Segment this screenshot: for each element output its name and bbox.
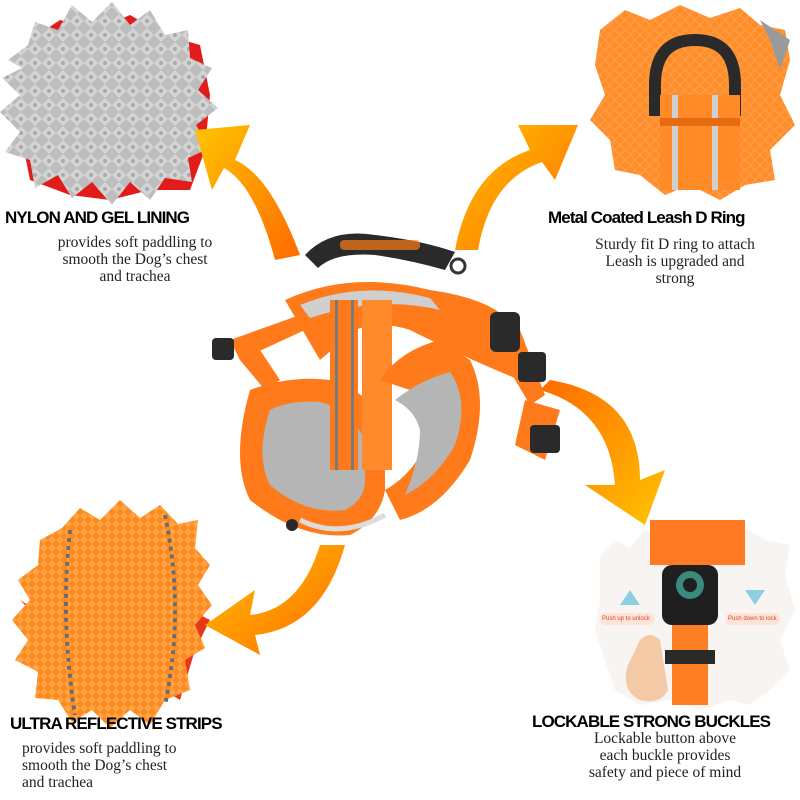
reflective-description-line: and trachea bbox=[22, 774, 93, 791]
reflective-heading: ULTRA REFLECTIVE STRIPS bbox=[10, 714, 223, 733]
buckle-photo bbox=[595, 520, 795, 710]
unlock-label: Push up to unlock bbox=[602, 616, 650, 622]
buckles-description-line: each buckle provides bbox=[599, 747, 731, 764]
buckles-description: Lockable button above each buckle provid… bbox=[555, 730, 775, 781]
lining-description-line: provides soft paddling to bbox=[57, 234, 213, 251]
arrow-to-lining bbox=[195, 125, 300, 260]
buckles-heading: LOCKABLE STRONG BUCKLES bbox=[532, 712, 771, 731]
d-ring-description: Sturdy fit D ring to attach Leash is upg… bbox=[560, 236, 790, 287]
arrow-to-reflective bbox=[205, 545, 345, 655]
reflective-description: provides soft paddling to smooth the Dog… bbox=[10, 740, 252, 791]
harness-illustration bbox=[212, 233, 560, 536]
lining-swatch bbox=[0, 2, 218, 205]
lining-description: provides soft paddling to smooth the Dog… bbox=[20, 234, 250, 285]
reflective-swatch bbox=[12, 500, 212, 728]
d-ring-description-line: strong bbox=[655, 270, 695, 287]
reflective-description-line: provides soft paddling to bbox=[22, 740, 177, 757]
lining-description-line: and trachea bbox=[99, 268, 171, 285]
d-ring-heading: Metal Coated Leash D Ring bbox=[548, 208, 746, 227]
lining-description-line: smooth the Dog’s chest bbox=[62, 251, 208, 268]
reflective-description-line: smooth the Dog’s chest bbox=[22, 757, 168, 774]
arrow-to-buckle bbox=[540, 380, 665, 525]
lock-label: Push down to lock bbox=[728, 616, 777, 622]
lining-heading: NYLON AND GEL LINING bbox=[5, 208, 190, 227]
d-ring-description-line: Leash is upgraded and bbox=[605, 253, 745, 270]
buckles-description-line: safety and piece of mind bbox=[588, 764, 742, 781]
arrow-to-d-ring bbox=[455, 125, 578, 250]
buckles-description-line: Lockable button above bbox=[593, 730, 737, 747]
d-ring-swatch bbox=[590, 5, 795, 200]
d-ring-description-line: Sturdy fit D ring to attach bbox=[595, 236, 755, 253]
